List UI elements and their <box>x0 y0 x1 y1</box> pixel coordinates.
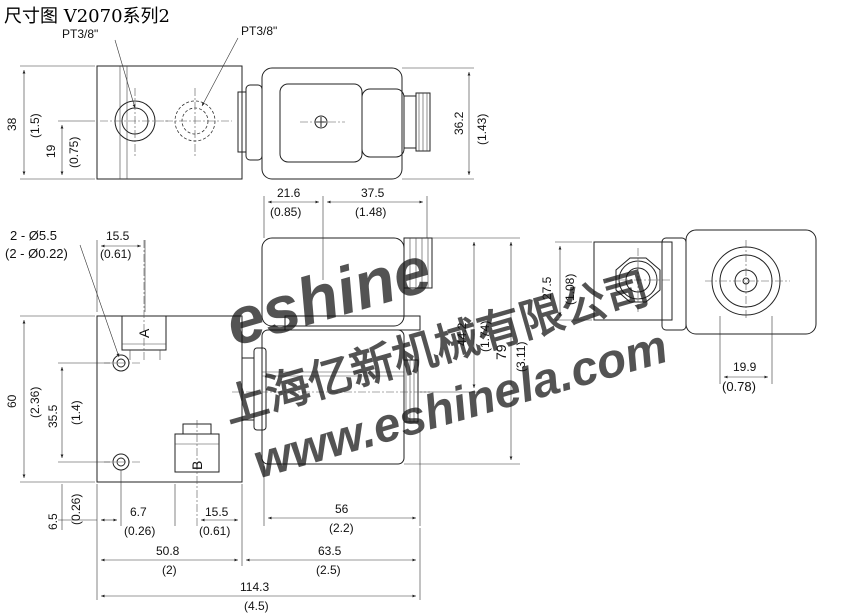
dim-27-5 <box>555 241 592 321</box>
port-a-label: A <box>136 328 152 338</box>
dim-15-5-top <box>96 240 146 312</box>
dim-36-2 <box>402 67 474 180</box>
dim-15-5-top-mm: 15.5 <box>106 229 130 243</box>
dim-6-5-mm: 6.5 <box>46 513 60 530</box>
dim-114-3-mm: 114.3 <box>240 580 269 594</box>
dim-60-in: (2.36) <box>28 387 42 418</box>
dim-50-8-mm: 50.8 <box>156 544 180 558</box>
dim-44-2-in: (1.74) <box>478 321 492 352</box>
solenoid-top-view <box>237 67 431 180</box>
dim-36-2-in: (1.43) <box>475 114 489 145</box>
front-view-valve-body <box>79 240 243 526</box>
dim-21-6-in: (0.85) <box>270 205 301 219</box>
dim-79-mm: 79 <box>493 344 509 360</box>
dim-114-3-in: (4.5) <box>244 599 269 613</box>
dim-60-mm: 60 <box>5 394 19 408</box>
dim-27-5-in: (1.08) <box>563 274 577 305</box>
dim-56-mm: 56 <box>335 502 349 516</box>
dim-19-9 <box>719 316 773 384</box>
dim-56-in: (2.2) <box>329 521 354 535</box>
holes-label-in: (2 - Ø0.22) <box>5 246 68 261</box>
diagram-title: 尺寸图 V2070系列2 <box>4 6 170 27</box>
dim-37-5-in: (1.48) <box>355 205 386 219</box>
dim-36-2-mm: 36.2 <box>452 111 466 135</box>
dim-19-in: (0.75) <box>67 137 81 168</box>
dim-63-5-mm: 63.5 <box>318 544 342 558</box>
dim-15-5-bot-in: (0.61) <box>199 524 230 538</box>
dim-38-mm: 38 <box>5 117 19 131</box>
dim-19-mm: 19 <box>44 144 58 158</box>
dim-35-5-in: (1.4) <box>69 400 83 425</box>
front-view-solenoid <box>232 237 433 465</box>
end-view <box>593 229 817 335</box>
dim-6-5-in: (0.26) <box>69 494 83 525</box>
watermark: eshine 上海亿新机械有限公司 www.eshinela.com <box>217 231 673 489</box>
dim-38 <box>20 65 95 180</box>
dim-6-7-in: (0.26) <box>124 524 155 538</box>
dim-37-5-mm: 37.5 <box>361 186 385 200</box>
port1-label: PT3/8" <box>62 27 98 41</box>
dim-21-6 <box>263 196 428 280</box>
dim-60 <box>20 315 110 530</box>
port2-label: PT3/8" <box>241 24 277 38</box>
dim-50-8 <box>101 528 421 600</box>
dim-15-5-top-in: (0.61) <box>100 247 131 261</box>
dim-63-5-in: (2.5) <box>316 563 341 577</box>
dim-19-9-in: (0.78) <box>722 379 756 394</box>
dim-35-5-mm: 35.5 <box>46 404 60 428</box>
holes-label-mm: 2 - Ø5.5 <box>10 228 57 243</box>
dim-38-in: (1.5) <box>28 113 42 138</box>
dim-56 <box>263 430 421 526</box>
dim-79-in: (3.11) <box>514 342 528 372</box>
dim-6-7 <box>96 470 243 600</box>
top-view-valve-body <box>96 37 243 180</box>
dim-44-2-mm: 44.2 <box>455 322 469 346</box>
dim-6-7-mm: 6.7 <box>130 505 147 519</box>
dim-44-2 <box>404 237 520 465</box>
dim-15-5-bot-mm: 15.5 <box>205 505 229 519</box>
dim-21-6-mm: 21.6 <box>277 186 301 200</box>
dim-19-9-mm: 19.9 <box>733 360 757 374</box>
dim-50-8-in: (2) <box>162 563 177 577</box>
port-b-label: B <box>189 461 205 470</box>
dim-27-5-mm: 27.5 <box>540 276 554 300</box>
